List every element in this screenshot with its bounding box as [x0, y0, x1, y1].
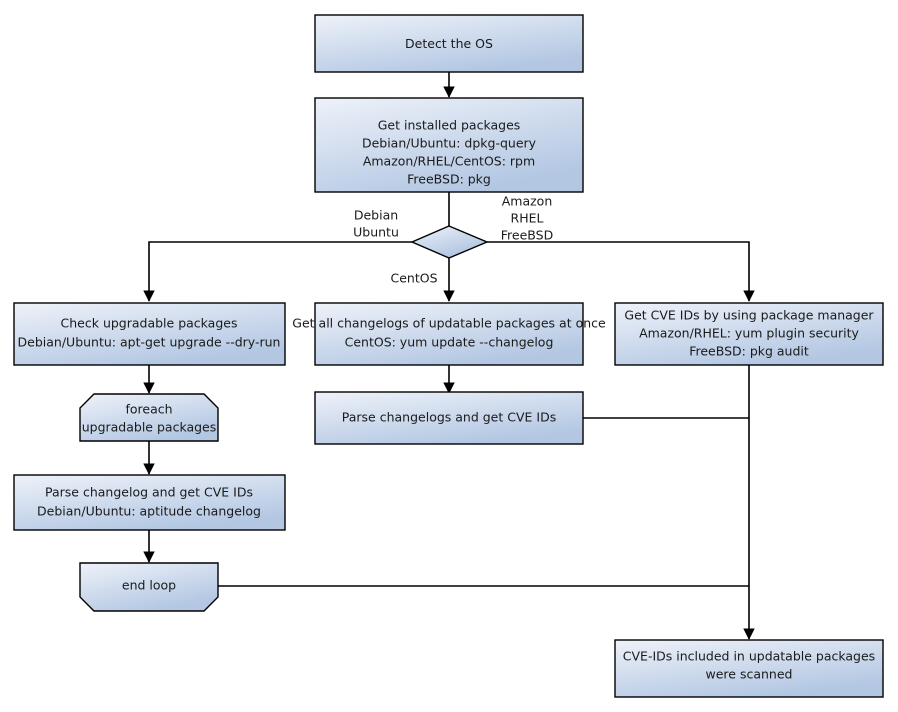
- get-cve-ids-package-manager-box: [614, 302, 884, 366]
- parse-changelogs-box: [314, 391, 584, 445]
- edges-layer: [143, 72, 755, 640]
- foreach-loop-shape: [79, 393, 219, 442]
- node-get-cve-ids-package-manager[interactable]: Get CVE IDs by using package manager Ama…: [614, 302, 884, 366]
- scan-complete-line-2: were scanned: [706, 667, 793, 682]
- node-detect-os[interactable]: Detect the OS: [314, 14, 584, 73]
- get-installed-packages-line-1: Get installed packages: [378, 118, 521, 133]
- get-installed-packages-line-3: Amazon/RHEL/CentOS: rpm: [363, 154, 535, 169]
- node-end-loop[interactable]: end loop: [79, 562, 219, 612]
- branch-freebsd-label: FreeBSD: [501, 228, 553, 243]
- node-parse-changelog-get-cve-ids[interactable]: Parse changelog and get CVE IDs Debian/U…: [13, 474, 286, 531]
- scan-complete-line-1: CVE-IDs included in updatable packages: [623, 649, 875, 664]
- branch-amazon-label: Amazon: [502, 194, 553, 209]
- get-all-changelogs-line-1: Get all changelogs of updatable packages…: [292, 316, 606, 331]
- parse-changelogs-label: Parse changelogs and get CVE IDs: [342, 410, 556, 425]
- branch-rhel-label: RHEL: [511, 211, 544, 226]
- get-installed-packages-line-2: Debian/Ubuntu: dpkg-query: [362, 136, 537, 151]
- get-installed-packages-line-4: FreeBSD: pkg: [407, 172, 491, 187]
- get-all-changelogs-box: [314, 302, 584, 366]
- node-foreach-upgradable-packages[interactable]: foreach upgradable packages: [79, 393, 219, 442]
- branch-ubuntu-label: Ubuntu: [353, 225, 399, 240]
- node-get-all-changelogs[interactable]: Get all changelogs of updatable packages…: [292, 302, 606, 366]
- branch-debian-label: Debian: [354, 208, 398, 223]
- scan-complete-box: [614, 639, 884, 698]
- edge-label-amazon-rhel-freebsd: Amazon RHEL FreeBSD: [501, 194, 553, 243]
- get-cve-ids-line-3: FreeBSD: pkg audit: [689, 344, 809, 359]
- edge-label-centos: CentOS: [390, 271, 437, 286]
- end-loop-shape: [79, 562, 219, 612]
- parse-changelog-line-2: Debian/Ubuntu: aptitude changelog: [37, 504, 261, 519]
- node-os-decision[interactable]: [410, 225, 489, 259]
- edge-decision-to-get-cve-ids-package-manager: [487, 241, 755, 302]
- parse-changelog-box: [13, 474, 286, 531]
- end-loop-label: end loop: [122, 578, 176, 593]
- detect-os-box: [314, 14, 584, 73]
- check-upgradable-line-1: Check upgradable packages: [61, 316, 238, 331]
- node-scan-complete[interactable]: CVE-IDs included in updatable packages w…: [614, 639, 884, 698]
- get-cve-ids-line-2: Amazon/RHEL: yum plugin security: [639, 326, 859, 341]
- check-upgradable-line-2: Debian/Ubuntu: apt-get upgrade --dry-run: [18, 335, 281, 350]
- get-installed-packages-box: [314, 97, 584, 193]
- foreach-line-1: foreach: [125, 402, 172, 417]
- node-get-installed-packages[interactable]: Get installed packages Debian/Ubuntu: dp…: [314, 97, 584, 193]
- foreach-line-2: upgradable packages: [82, 420, 217, 435]
- node-parse-changelogs-get-cve-ids[interactable]: Parse changelogs and get CVE IDs: [314, 391, 584, 445]
- parse-changelog-line-1: Parse changelog and get CVE IDs: [45, 485, 253, 500]
- check-upgradable-packages-box: [13, 302, 286, 366]
- get-cve-ids-line-1: Get CVE IDs by using package manager: [624, 308, 874, 323]
- edge-label-debian-ubuntu: Debian Ubuntu: [353, 208, 399, 240]
- get-all-changelogs-line-2: CentOS: yum update --changelog: [345, 335, 554, 350]
- os-decision-diamond: [410, 225, 489, 259]
- detect-os-label: Detect the OS: [405, 36, 493, 51]
- edge-decision-to-check-upgradable-packages: [143, 241, 412, 302]
- node-check-upgradable-packages[interactable]: Check upgradable packages Debian/Ubuntu:…: [13, 302, 286, 366]
- branch-centos-label: CentOS: [390, 271, 437, 286]
